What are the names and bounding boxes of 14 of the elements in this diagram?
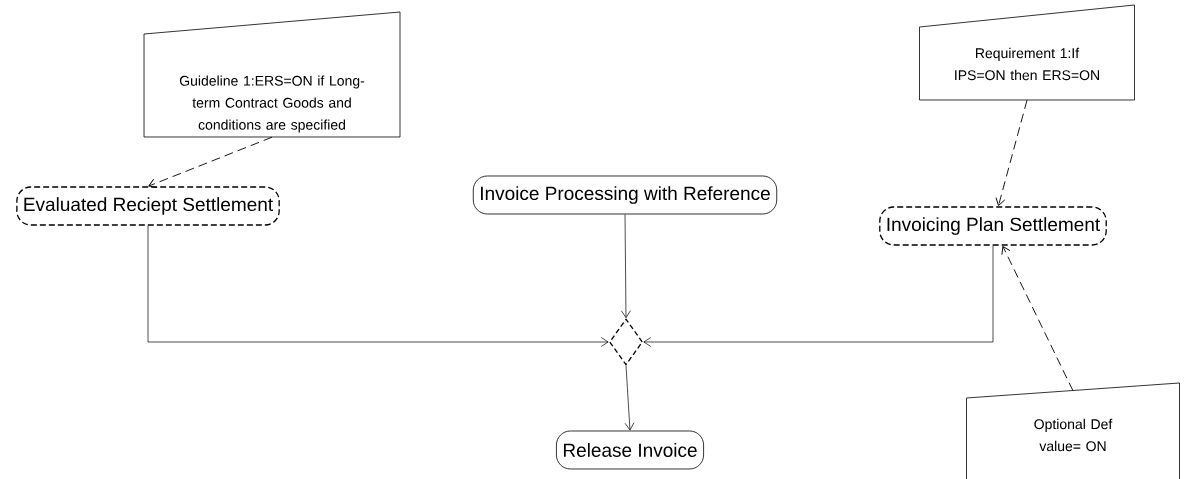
activity-box: Release Invoice	[556, 430, 704, 470]
activity-box: Evaluated Reciept Settlement	[16, 186, 280, 226]
arrow	[147, 225, 609, 347]
note-box: Guideline 1:ERS=ON if Long-term Contract Goods and conditions are specified	[143, 11, 401, 138]
arrow	[1001, 245, 1074, 392]
activity-box: Invoice Processing with Reference	[472, 175, 778, 215]
arrow	[148, 136, 273, 189]
activity-box: Invoicing Plan Settlement	[879, 206, 1107, 246]
note-box: Optional Def value= ON	[966, 382, 1180, 479]
arrow	[624, 365, 635, 431]
arrow	[995, 99, 1028, 206]
arrow	[643, 245, 994, 347]
arrow	[621, 214, 631, 319]
note-box: Requirement 1:If IPS=ON then ERS=ON	[919, 4, 1135, 101]
